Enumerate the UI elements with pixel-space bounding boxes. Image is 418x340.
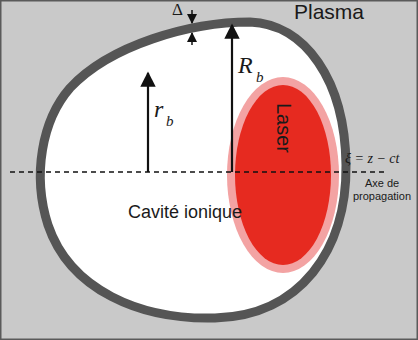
coordinate-label: ξ = z − ct	[345, 151, 399, 167]
rb-arrow	[147, 73, 149, 172]
radius-subscript: b	[166, 113, 174, 130]
propagation-axis	[10, 171, 388, 172]
ionic-cavity: Cavité ionique Laser	[36, 16, 354, 326]
region-label: Plasma	[294, 0, 364, 24]
axis-label: Axe de propagation	[350, 177, 414, 202]
delta-arrow	[191, 33, 193, 45]
thickness-symbol: Δ	[172, 0, 183, 20]
laser-pulse: Laser	[227, 77, 339, 273]
Rb-arrow	[231, 25, 233, 172]
cavity-label: Cavité ionique	[125, 202, 245, 223]
delta-arrow	[191, 10, 193, 23]
radius-symbol: R	[238, 52, 253, 80]
radius-subscript: b	[256, 69, 264, 86]
radius-symbol: r	[154, 96, 163, 124]
laser-label: Laser	[272, 103, 295, 153]
